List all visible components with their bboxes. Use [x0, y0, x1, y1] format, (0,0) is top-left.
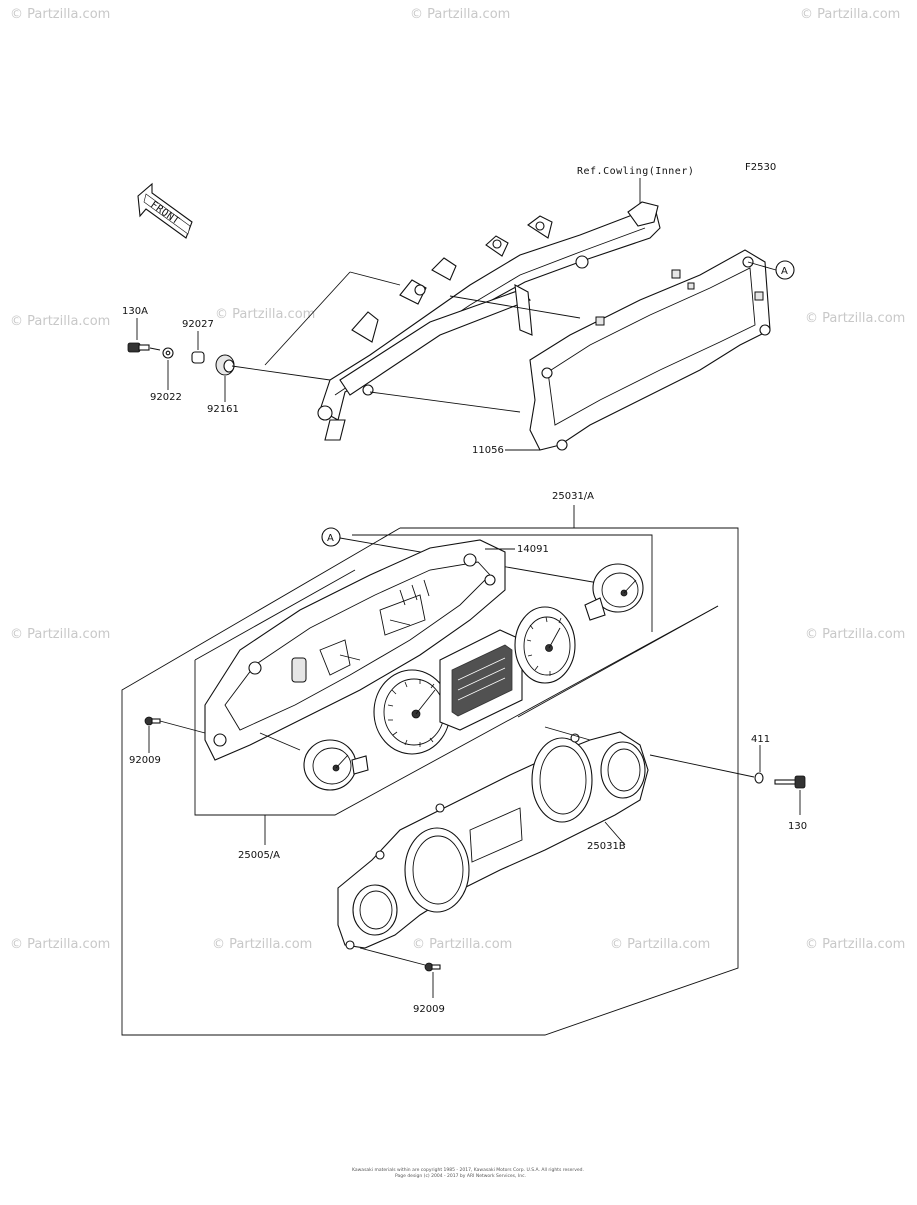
part-number-25031A: 25031/A: [552, 491, 594, 502]
small-gauge-left: [303, 739, 369, 791]
part-number-92027: 92027: [182, 319, 214, 330]
lcd-display: [439, 629, 523, 731]
watermark: © Partzilla.com: [805, 627, 905, 642]
ref-cowling-label: Ref.Cowling(Inner): [577, 166, 694, 177]
watermark: © Partzilla.com: [800, 7, 900, 22]
bolt-130: [774, 775, 806, 789]
screw-92009-bottom: [424, 962, 441, 972]
callout-a-label-bottom: A: [327, 533, 334, 544]
watermark: © Partzilla.com: [412, 937, 512, 952]
watermark: © Partzilla.com: [805, 937, 905, 952]
collar-92027: [191, 351, 205, 364]
assembly-box-25031A: [121, 505, 739, 1036]
assembly-box-25005A: [194, 534, 719, 845]
footer-copyright: Kawasaki materials within are copyright …: [352, 1167, 584, 1173]
bolt-130A: [127, 342, 150, 353]
meter-panel-11056: [529, 249, 771, 451]
watermark: © Partzilla.com: [610, 937, 710, 952]
footer-design: Page design (c) 2004 - 2017 by ARI Netwo…: [395, 1173, 526, 1179]
part-number-25005A: 25005/A: [238, 850, 280, 861]
grommet-92161: [215, 354, 235, 376]
watermark: © Partzilla.com: [805, 311, 905, 326]
watermark: © Partzilla.com: [10, 314, 110, 329]
part-number-92009-bottom: 92009: [413, 1004, 445, 1015]
part-number-25031B: 25031B: [587, 841, 626, 852]
figure-code: F2530: [745, 162, 776, 173]
watermark: © Partzilla.com: [10, 7, 110, 22]
watermark: © Partzilla.com: [410, 7, 510, 22]
part-number-92022: 92022: [150, 392, 182, 403]
part-number-130A: 130A: [122, 306, 148, 317]
callout-a-label: A: [781, 266, 788, 277]
part-number-92009-left: 92009: [129, 755, 161, 766]
watermark: © Partzilla.com: [215, 307, 315, 322]
small-gauge-right: [584, 563, 644, 621]
callout-a-circle-bottom: [321, 527, 341, 547]
part-number-130: 130: [788, 821, 807, 832]
part-number-14091: 14091: [517, 544, 549, 555]
part-number-92161: 92161: [207, 404, 239, 415]
watermark: © Partzilla.com: [10, 627, 110, 642]
speedometer: [373, 669, 451, 755]
meter-cover-25031B: [337, 731, 649, 950]
meter-case-14091: [204, 539, 506, 761]
part-number-11056: 11056: [472, 445, 504, 456]
tachometer: [514, 606, 576, 684]
watermark: © Partzilla.com: [10, 937, 110, 952]
watermarks: © Partzilla.com © Partzilla.com © Partzi…: [10, 7, 905, 952]
watermark: © Partzilla.com: [212, 937, 312, 952]
washer-411: [754, 772, 764, 784]
screw-92009-left: [144, 716, 161, 726]
part-number-411: 411: [751, 734, 770, 745]
front-arrow-icon: [137, 182, 193, 239]
meter-bracket: [317, 201, 661, 441]
